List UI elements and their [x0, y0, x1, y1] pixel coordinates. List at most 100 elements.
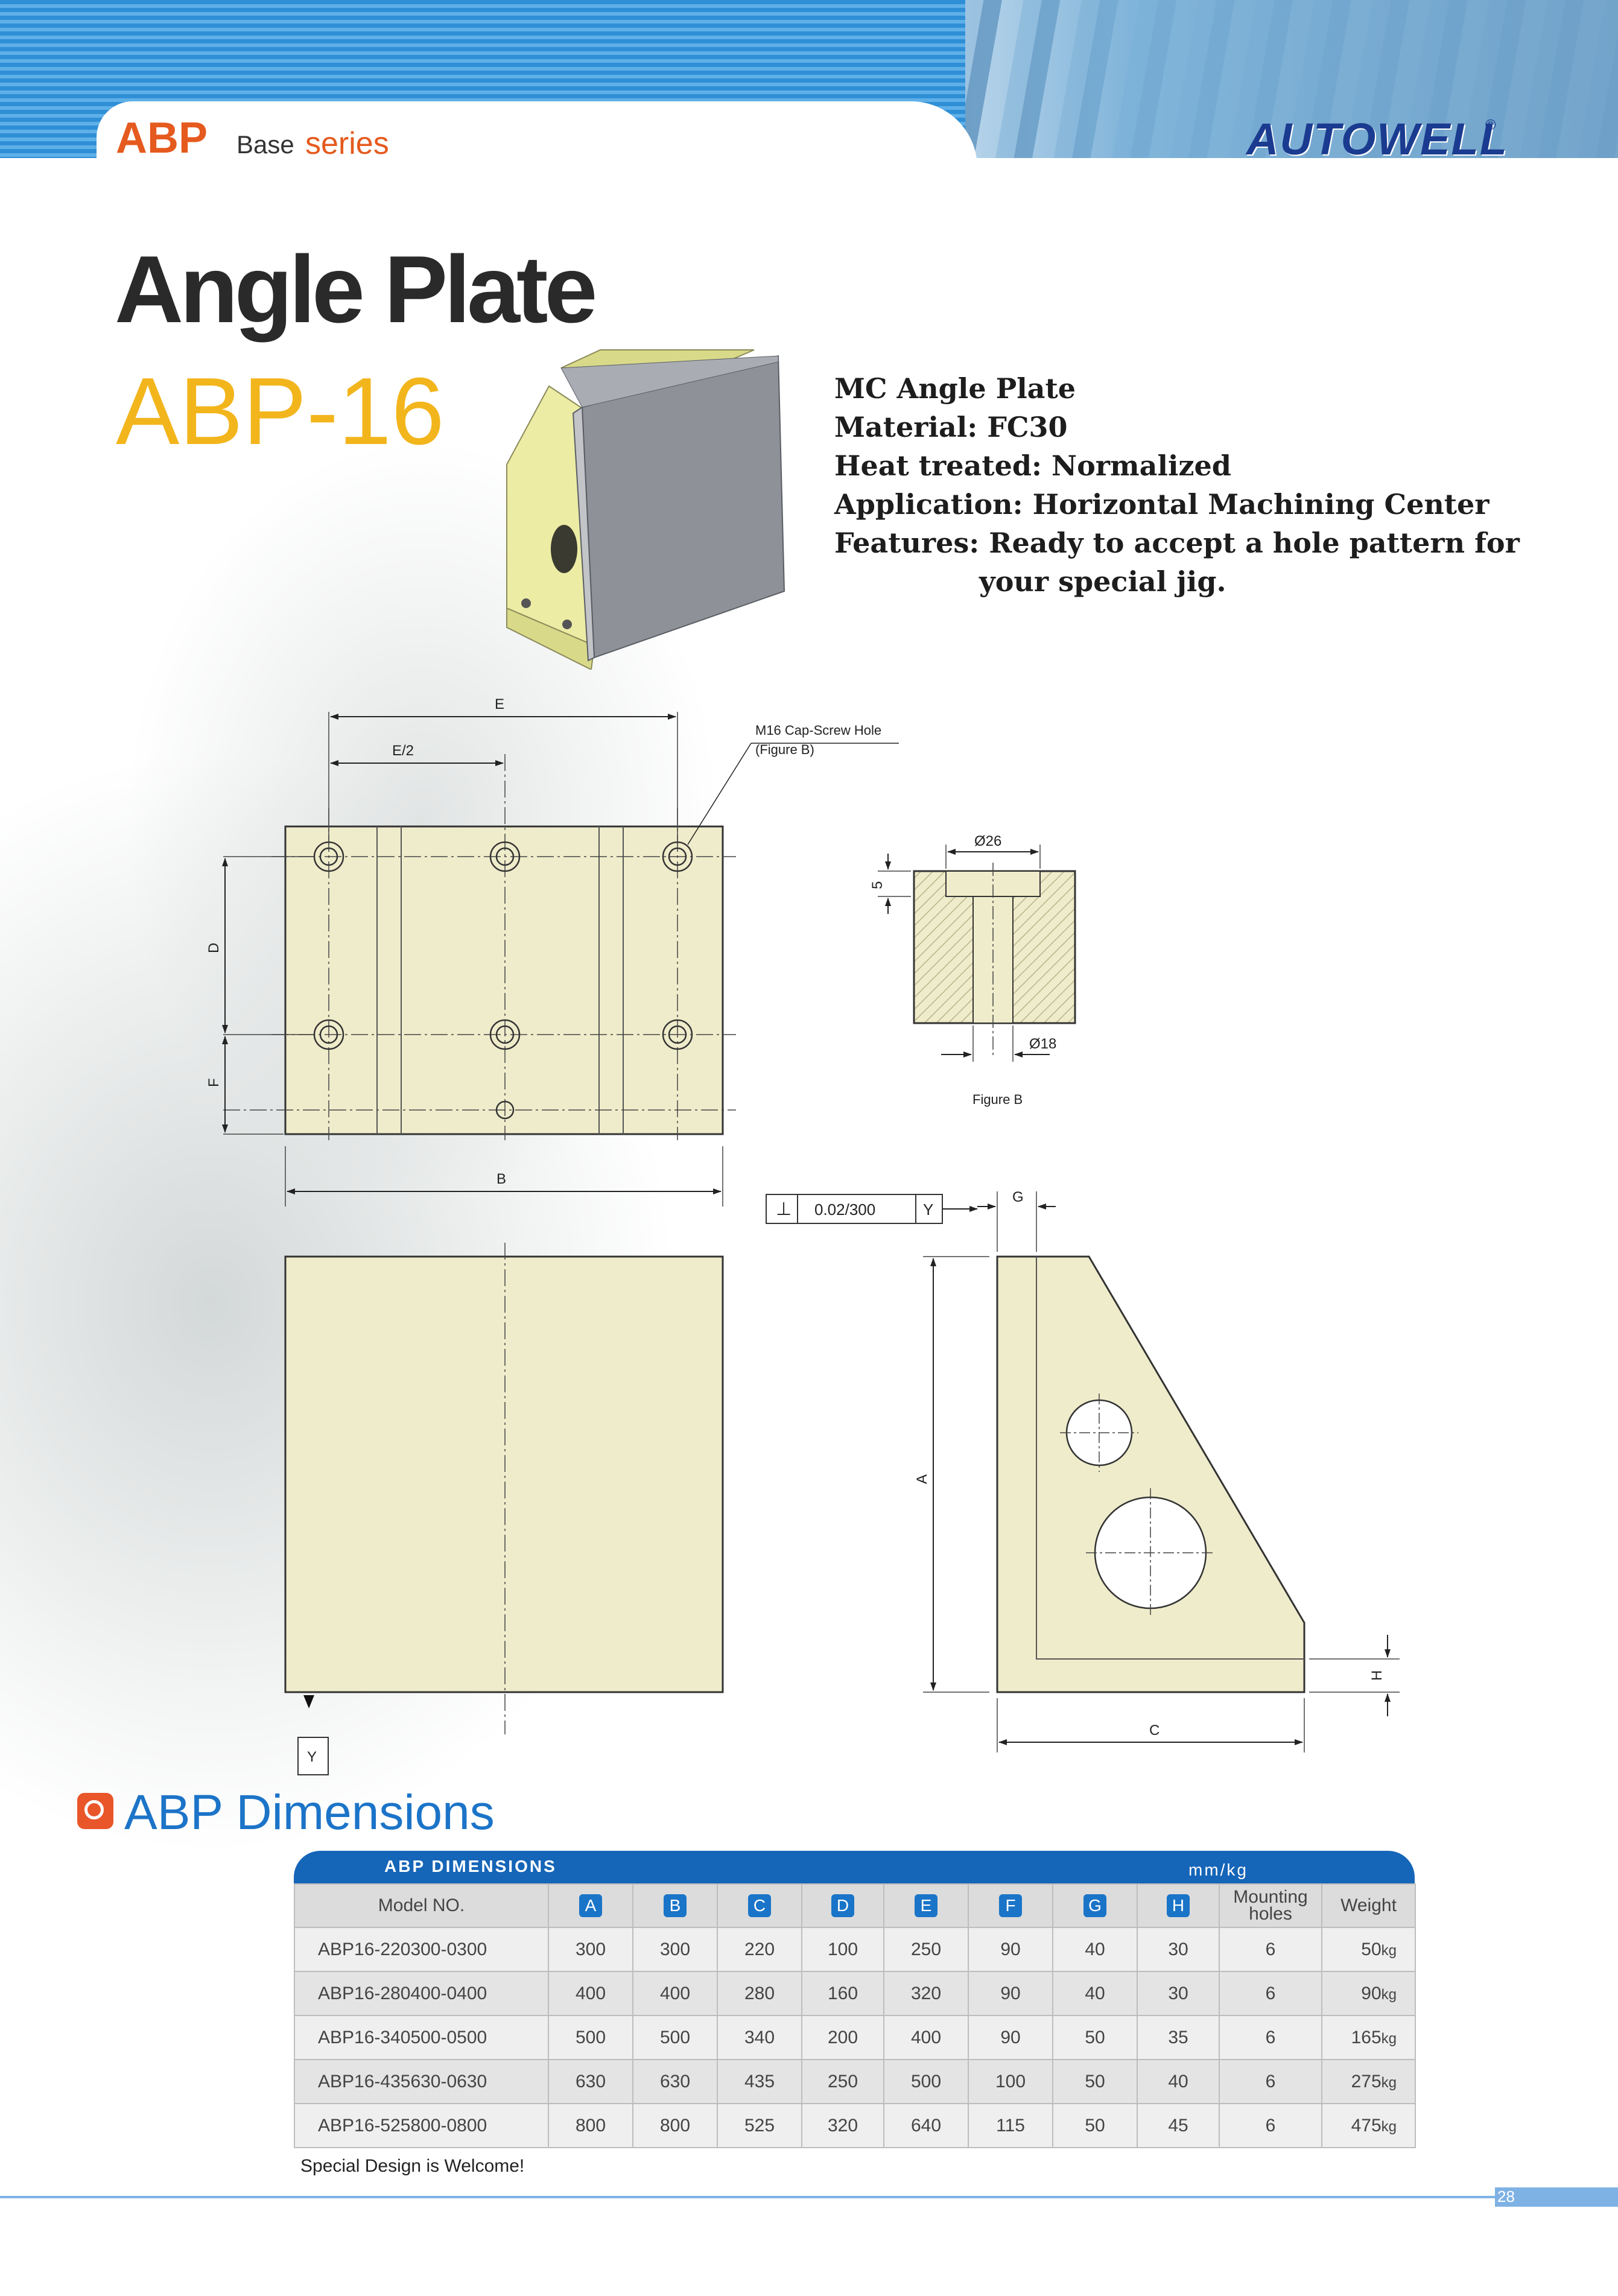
cell-b: 300 [632, 1927, 718, 1972]
col-header-c: C [717, 1883, 802, 1928]
cell-model: ABP16-435630-0630 [294, 2059, 549, 2104]
dim-label-b: B [497, 1171, 506, 1187]
section-icon-ring [84, 1800, 104, 1819]
cell-d: 200 [801, 2015, 884, 2060]
cell-g: 50 [1052, 2015, 1138, 2060]
cell-weight: 50kg [1321, 1927, 1416, 1972]
col-header-a: A [548, 1883, 633, 1928]
cell-d: 100 [801, 1927, 884, 1972]
cell-weight: 475kg [1321, 2103, 1416, 2148]
cell-b: 400 [632, 1971, 718, 2016]
cell-model: ABP16-280400-0400 [294, 1971, 549, 2016]
spec-line: Application: Horizontal Machining Center [834, 488, 1490, 521]
spec-line: Material: FC30 [834, 411, 1068, 443]
figure-b-label: Figure B [972, 1092, 1023, 1107]
tolerance-value: 0.02/300 [814, 1200, 875, 1219]
table-title: ABP DIMENSIONS [384, 1857, 557, 1876]
weight-value: 475 [1351, 2115, 1382, 2136]
cell-h: 30 [1137, 1971, 1220, 2016]
dim-label-f: F [206, 1078, 222, 1087]
cell-holes: 6 [1219, 2015, 1322, 2060]
side-view: A C G H [914, 1189, 1400, 1752]
cell-b: 630 [632, 2059, 718, 2104]
cell-weight: 275kg [1321, 2059, 1416, 2104]
dimensions-heading: ABP Dimensions [124, 1785, 495, 1840]
holes-label: holes [1249, 1904, 1292, 1924]
spec-line: your special jig. [979, 565, 1226, 598]
autowell-logo: AUTOWELL [1246, 114, 1508, 164]
weight-value: 275 [1351, 2071, 1382, 2091]
cell-model: ABP16-220300-0300 [294, 1927, 549, 1972]
cell-e: 320 [883, 1971, 969, 2016]
cell-e: 640 [883, 2103, 969, 2148]
cell-g: 40 [1052, 1971, 1138, 2016]
col-badge-b: B [664, 1894, 687, 1917]
cell-d: 160 [801, 1971, 884, 2016]
cell-f: 100 [968, 2059, 1053, 2104]
spec-line: Heat treated: Normalized [834, 449, 1231, 482]
table-unit: mm/kg [1188, 1860, 1248, 1879]
col-header-f: F [968, 1883, 1053, 1928]
col-header-mounting-holes: Mounting holes [1219, 1883, 1322, 1928]
cell-g: 50 [1052, 2103, 1138, 2148]
cell-f: 115 [968, 2103, 1053, 2148]
cell-b: 500 [632, 2015, 718, 2060]
registered-mark: ® [1485, 117, 1496, 133]
cell-model: ABP16-340500-0500 [294, 2015, 549, 2060]
col-badge-f: F [999, 1894, 1022, 1917]
fig-b-depth-5: 5 [869, 881, 886, 889]
spec-block: MC Angle Plate Material: FC30 Heat treat… [834, 369, 1520, 601]
tolerance-symbol: ⊥ [776, 1199, 792, 1219]
table-row: ABP16-280400-0400 400 400 280 160 320 90… [294, 1971, 1416, 2016]
col-header-model: Model NO. [294, 1883, 549, 1928]
cell-holes: 6 [1219, 1971, 1322, 2016]
callout-m16-line1: M16 Cap-Screw Hole [755, 723, 881, 738]
cell-a: 500 [548, 2015, 633, 2060]
fig-b-d26: Ø26 [974, 833, 1001, 849]
cell-a: 800 [548, 2103, 633, 2148]
dim-label-e-half: E/2 [392, 743, 414, 759]
col-header-g: G [1052, 1883, 1138, 1928]
cell-d: 250 [801, 2059, 884, 2104]
figure-b-section: Ø26 5 Ø18 Figure B [869, 833, 1076, 1107]
table-row: ABP16-220300-0300 300 300 220 100 250 90… [294, 1927, 1416, 1972]
dimensions-grid: Model NO. A B C D E F G H Mounting holes… [294, 1883, 1416, 2148]
footer-line [0, 2196, 1618, 2198]
cell-holes: 6 [1219, 2103, 1322, 2148]
page-title: Angle Plate [115, 236, 597, 343]
weight-unit: kg [1381, 2074, 1397, 2091]
dim-label-d: D [206, 943, 222, 953]
table-row: ABP16-435630-0630 630 630 435 250 500 10… [294, 2059, 1416, 2104]
cell-e: 500 [883, 2059, 969, 2104]
technical-drawing: E E/2 D F M16 Cap-Screw Hole (Figure B) … [206, 696, 1400, 1775]
cell-a: 630 [548, 2059, 633, 2104]
cell-e: 400 [883, 2015, 969, 2060]
cell-f: 90 [968, 2015, 1053, 2060]
dim-label-e: E [495, 696, 504, 712]
cell-c: 280 [717, 1971, 802, 2016]
fig-b-d18: Ø18 [1029, 1036, 1056, 1052]
dim-label-h: H [1369, 1670, 1385, 1681]
col-header-b: B [632, 1883, 718, 1928]
tolerance-frame: ⊥ 0.02/300 Y [766, 1194, 978, 1224]
cell-f: 90 [968, 1971, 1053, 2016]
dim-label-a: A [914, 1474, 930, 1484]
weight-unit: kg [1381, 2118, 1397, 2135]
cell-a: 300 [548, 1927, 633, 1972]
dim-label-c: C [1149, 1722, 1160, 1739]
weight-value: 165 [1351, 2027, 1382, 2047]
header-photo [965, 0, 1618, 158]
cell-c: 340 [717, 2015, 802, 2060]
col-badge-g: G [1083, 1894, 1106, 1917]
weight-unit: kg [1381, 1986, 1397, 2003]
weight-unit: kg [1381, 1942, 1397, 1959]
cell-b: 800 [632, 2103, 718, 2148]
cell-h: 35 [1137, 2015, 1220, 2060]
cell-h: 45 [1137, 2103, 1220, 2148]
cell-a: 400 [548, 1971, 633, 2016]
table-note: Special Design is Welcome! [300, 2156, 525, 2176]
cell-c: 525 [717, 2103, 802, 2148]
model-title: ABP-16 [116, 358, 445, 465]
table-title-bar: ABP DIMENSIONS mm/kg [294, 1851, 1415, 1883]
header-tab [97, 101, 977, 168]
